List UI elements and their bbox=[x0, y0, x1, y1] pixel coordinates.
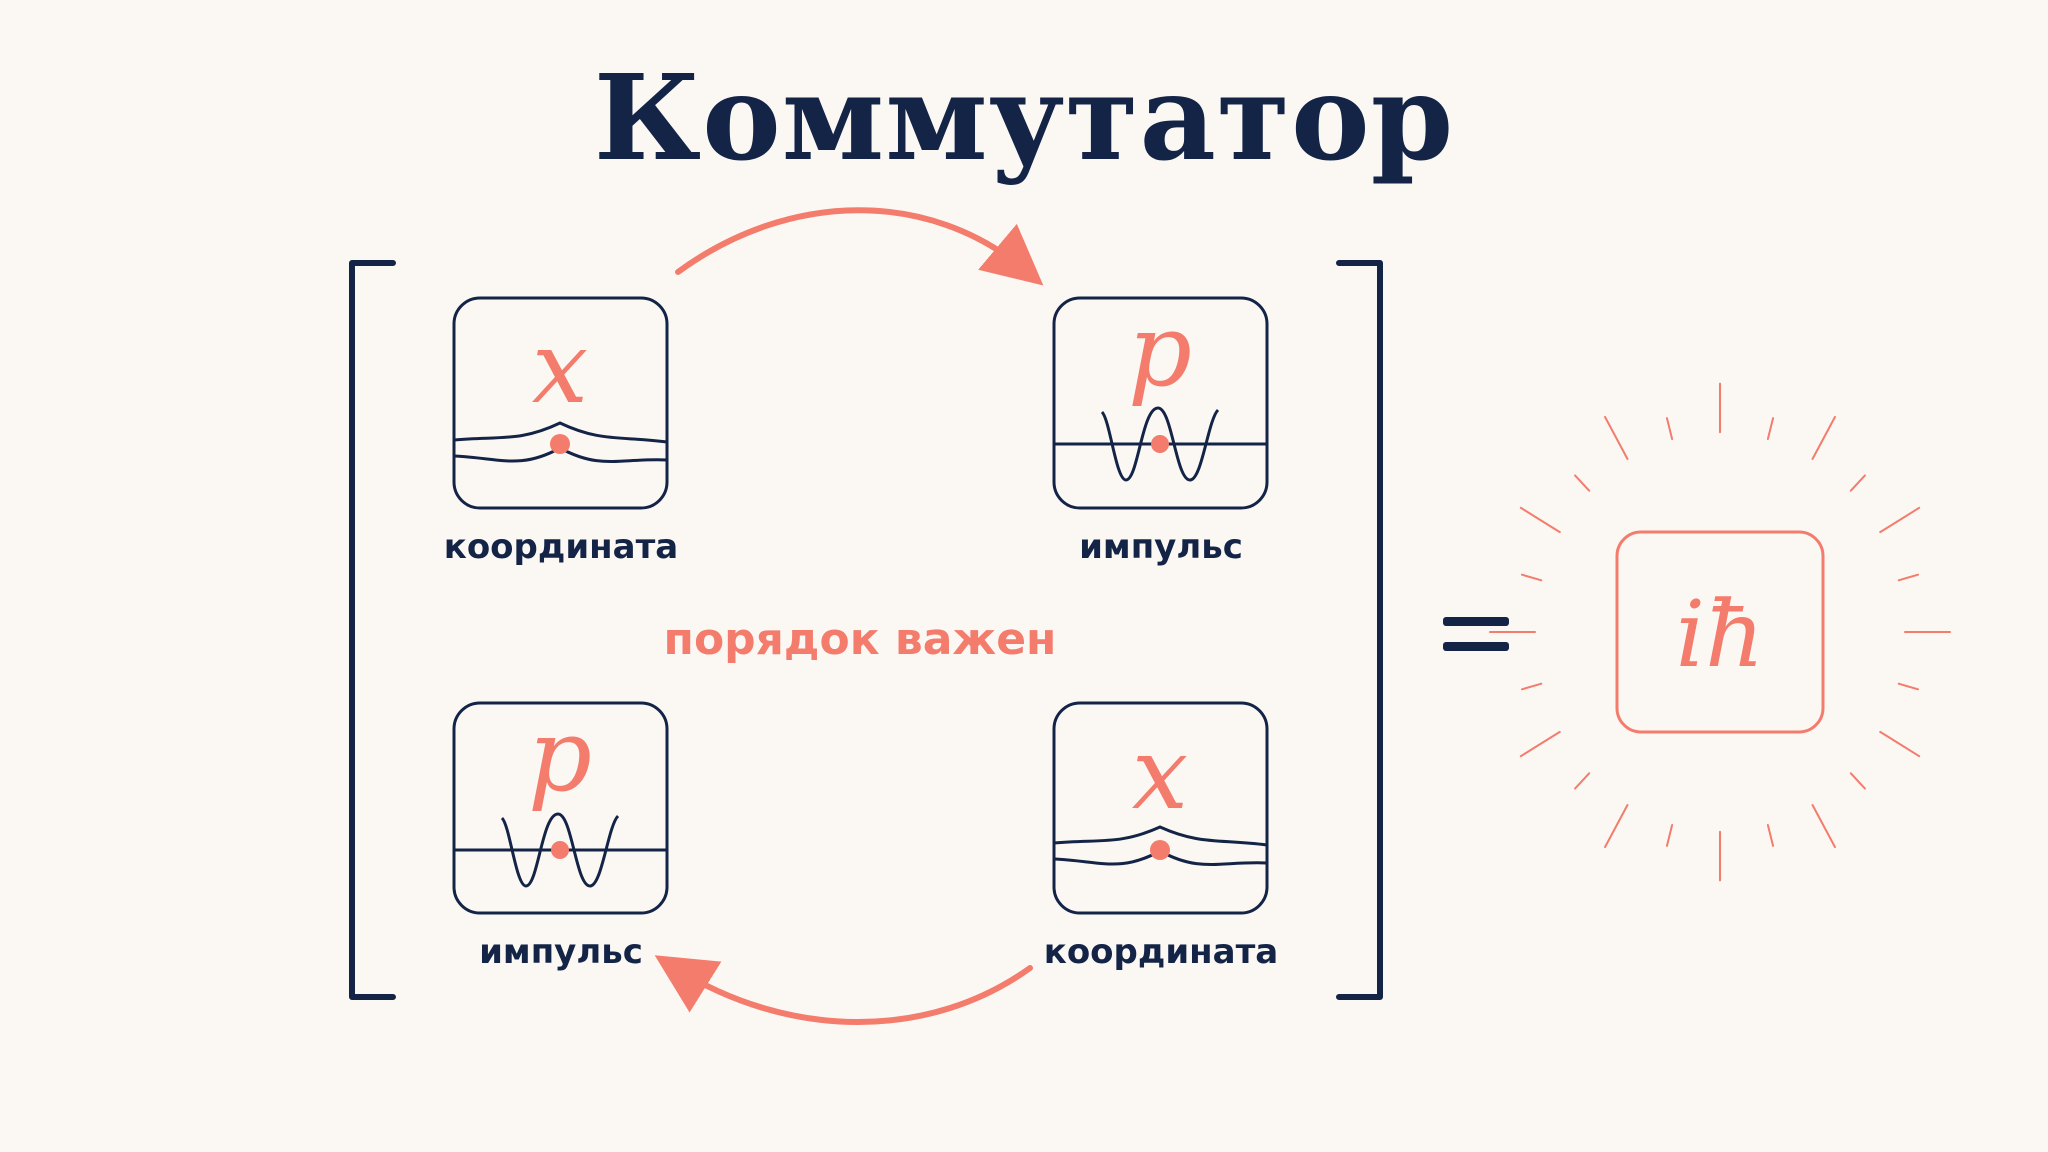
glow-ray bbox=[1665, 417, 1674, 441]
card-label: импульс bbox=[479, 932, 643, 972]
card-momentum-top: p импульс bbox=[1052, 292, 1269, 567]
right-bracket bbox=[1336, 260, 1383, 1000]
result-glow-rays bbox=[1489, 382, 1951, 882]
result-box: iħ bbox=[1615, 530, 1825, 734]
card-label: координата bbox=[1044, 932, 1279, 972]
glow-ray bbox=[1811, 804, 1836, 849]
glow-ray bbox=[1879, 730, 1921, 758]
glow-ray bbox=[1520, 682, 1543, 691]
order-note: порядок важен bbox=[664, 614, 1057, 665]
glow-ray bbox=[1766, 417, 1775, 441]
card-label: координата bbox=[444, 527, 679, 567]
glow-ray bbox=[1849, 474, 1866, 492]
glow-ray bbox=[1519, 506, 1561, 534]
equals-sign bbox=[1443, 617, 1509, 651]
card-label: импульс bbox=[1079, 527, 1243, 567]
momentum-wave-icon bbox=[454, 812, 667, 888]
position-wave-icon bbox=[453, 421, 668, 463]
symbol-x: x bbox=[1132, 715, 1188, 832]
symbol-p: p bbox=[528, 697, 592, 814]
symbol-p: p bbox=[1128, 292, 1192, 409]
glow-ray bbox=[1879, 506, 1921, 534]
position-wave-icon bbox=[1053, 825, 1268, 866]
arrow-x-to-p-reverse bbox=[654, 955, 1033, 1025]
glow-ray bbox=[1897, 682, 1920, 691]
symbol-x: x bbox=[532, 309, 588, 426]
glow-ray bbox=[1574, 772, 1591, 790]
glow-ray bbox=[1811, 415, 1836, 460]
glow-ray bbox=[1665, 823, 1674, 847]
card-position-bottom: x координата bbox=[1044, 701, 1279, 972]
result-ih: iħ bbox=[1676, 581, 1765, 688]
glow-ray bbox=[1520, 573, 1543, 582]
glow-ray bbox=[1574, 474, 1591, 492]
glow-ray bbox=[1604, 804, 1629, 849]
arrow-x-to-p bbox=[675, 207, 1044, 286]
page-title: Коммутатор bbox=[593, 48, 1455, 187]
glow-ray bbox=[1519, 730, 1561, 758]
glow-ray bbox=[1897, 573, 1920, 582]
glow-ray bbox=[1766, 823, 1775, 847]
left-bracket bbox=[349, 260, 396, 1000]
glow-ray bbox=[1604, 415, 1629, 460]
card-momentum-bottom: p импульс bbox=[452, 697, 669, 972]
glow-ray bbox=[1849, 772, 1866, 790]
card-position-top: x координата bbox=[444, 296, 679, 567]
momentum-wave-icon bbox=[1054, 406, 1267, 482]
